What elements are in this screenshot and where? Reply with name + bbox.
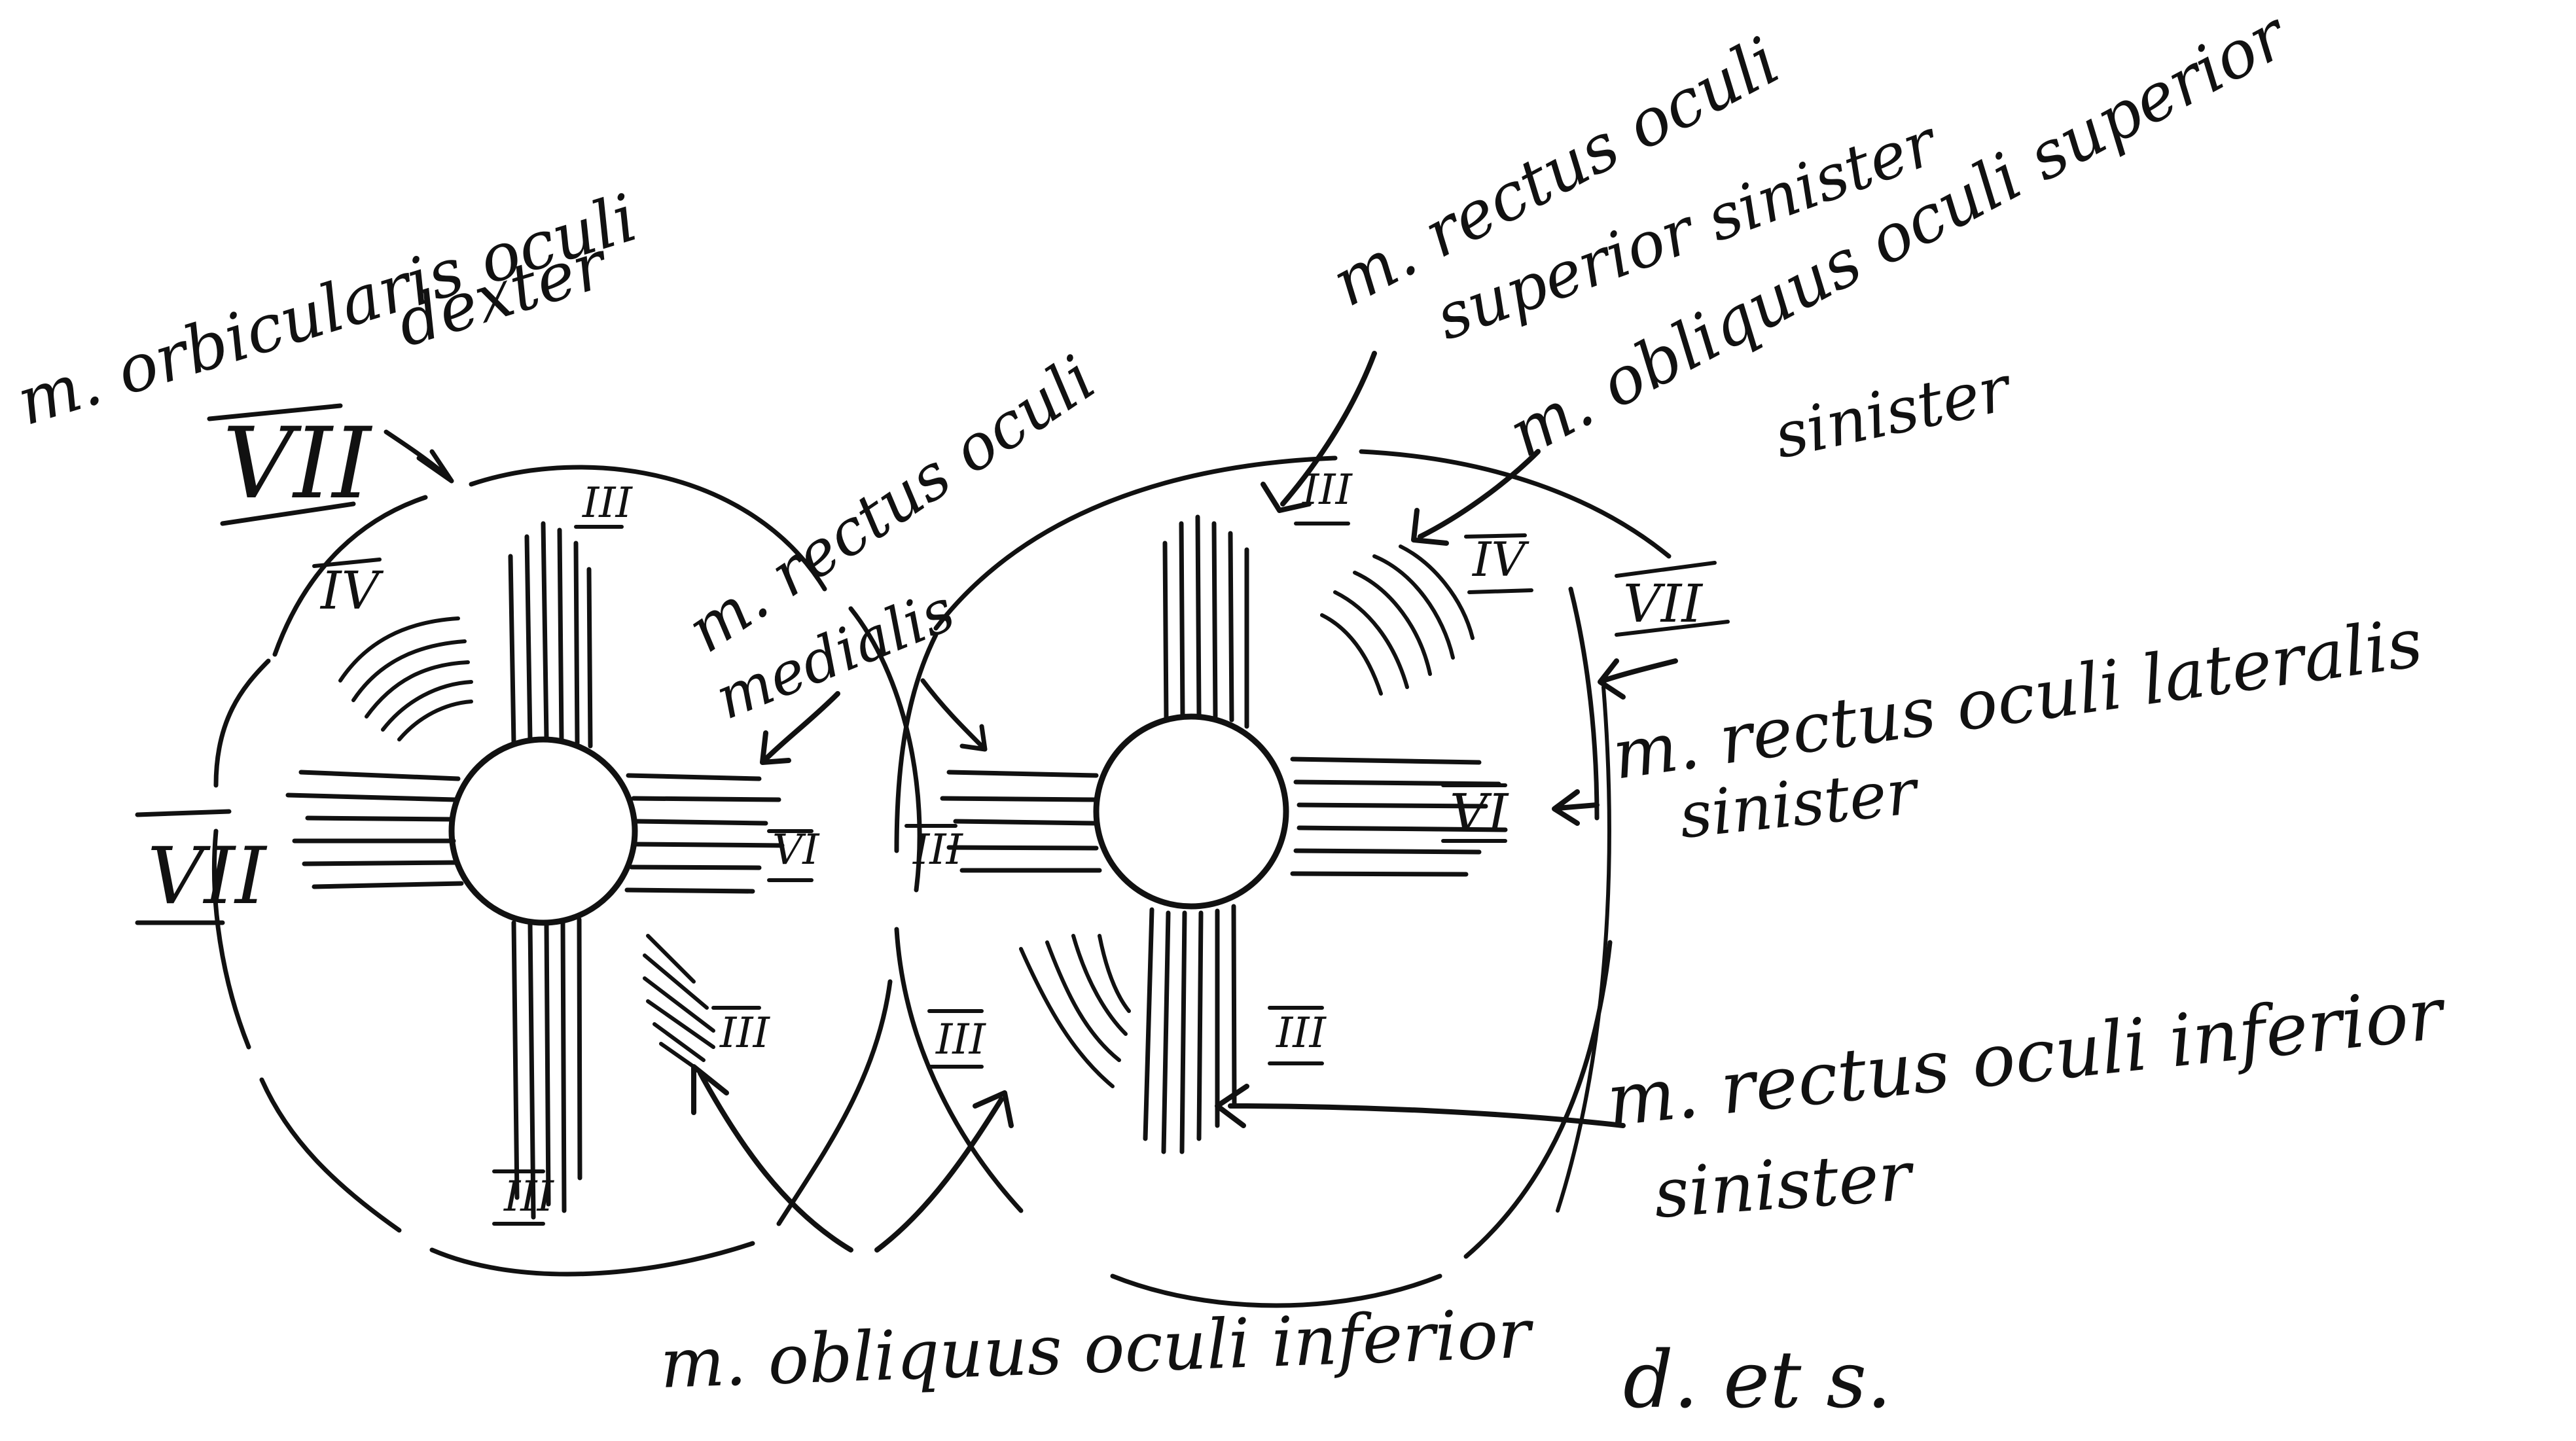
left-orbicularis-arrow	[384, 429, 454, 484]
right-pupil	[1093, 713, 1289, 910]
numeral-left-obliquus-superior: IV	[319, 560, 384, 621]
left-rectus-horizontal-band	[285, 770, 785, 894]
numeral-right-obliquus-superior: IV	[1471, 532, 1530, 587]
right-rectus-vertical-band	[1143, 514, 1249, 1154]
right-eye	[894, 449, 1672, 1308]
label-rectus-lateralis-1: m. rectus oculi lateralis	[1608, 602, 2427, 794]
numeral-right-obliquus-inferior: III	[935, 1016, 987, 1064]
left-rectus-vertical-band	[508, 521, 593, 1220]
numeral-right-rectus-lateralis: VI	[1450, 783, 1509, 844]
left-obliquus-inferior-hatch	[643, 934, 715, 1069]
label-rectus-inferior-1: m. rectus oculi inferior	[1603, 971, 2450, 1143]
numeral-left-orbicularis-left: VII	[147, 831, 268, 922]
right-obliquus-inferior-hatch	[1019, 934, 1131, 1088]
left-obliquus-superior-hatch	[338, 616, 473, 741]
numeral-right-rectus-inferior: III	[1276, 1009, 1327, 1058]
numeral-right-rectus-medialis: III	[912, 826, 964, 874]
label-obliquus-superior-2: sinister	[1768, 351, 2018, 472]
pointer-arrows	[691, 351, 1678, 1253]
numeral-right-orbicularis: VII	[1623, 573, 1703, 634]
numeral-left-orbicularis-upper: VII	[223, 407, 373, 521]
numeral-left-rectus-lateral: VI	[772, 826, 820, 874]
numeral-left-rectus-inferior: III	[503, 1173, 555, 1221]
numeral-left-rectus-superior: III	[582, 479, 634, 527]
label-obliquus-inferior-suffix: d. et s.	[1623, 1335, 1891, 1426]
label-rectus-inferior-2: sinister	[1651, 1135, 1917, 1234]
right-medialis-arrow	[920, 678, 988, 752]
right-orbicularis-ring	[894, 449, 1672, 1308]
numeral-right-rectus-superior: III	[1302, 466, 1353, 514]
right-outer-ring-line	[1556, 685, 1611, 1213]
right-rectus-horizontal-band	[940, 756, 1508, 877]
numeral-left-obliquus-inferior: III	[719, 1009, 771, 1058]
right-obliquus-superior-hatch	[1320, 544, 1475, 696]
left-orbicularis-ring	[211, 465, 922, 1277]
nerve-numerals: VII VII III IV VI III III III IV VII VI …	[135, 403, 1730, 1226]
left-eye	[211, 429, 922, 1277]
label-obliquus-inferior: m. obliquus oculi inferior	[659, 1293, 1535, 1404]
left-pupil	[448, 736, 638, 926]
